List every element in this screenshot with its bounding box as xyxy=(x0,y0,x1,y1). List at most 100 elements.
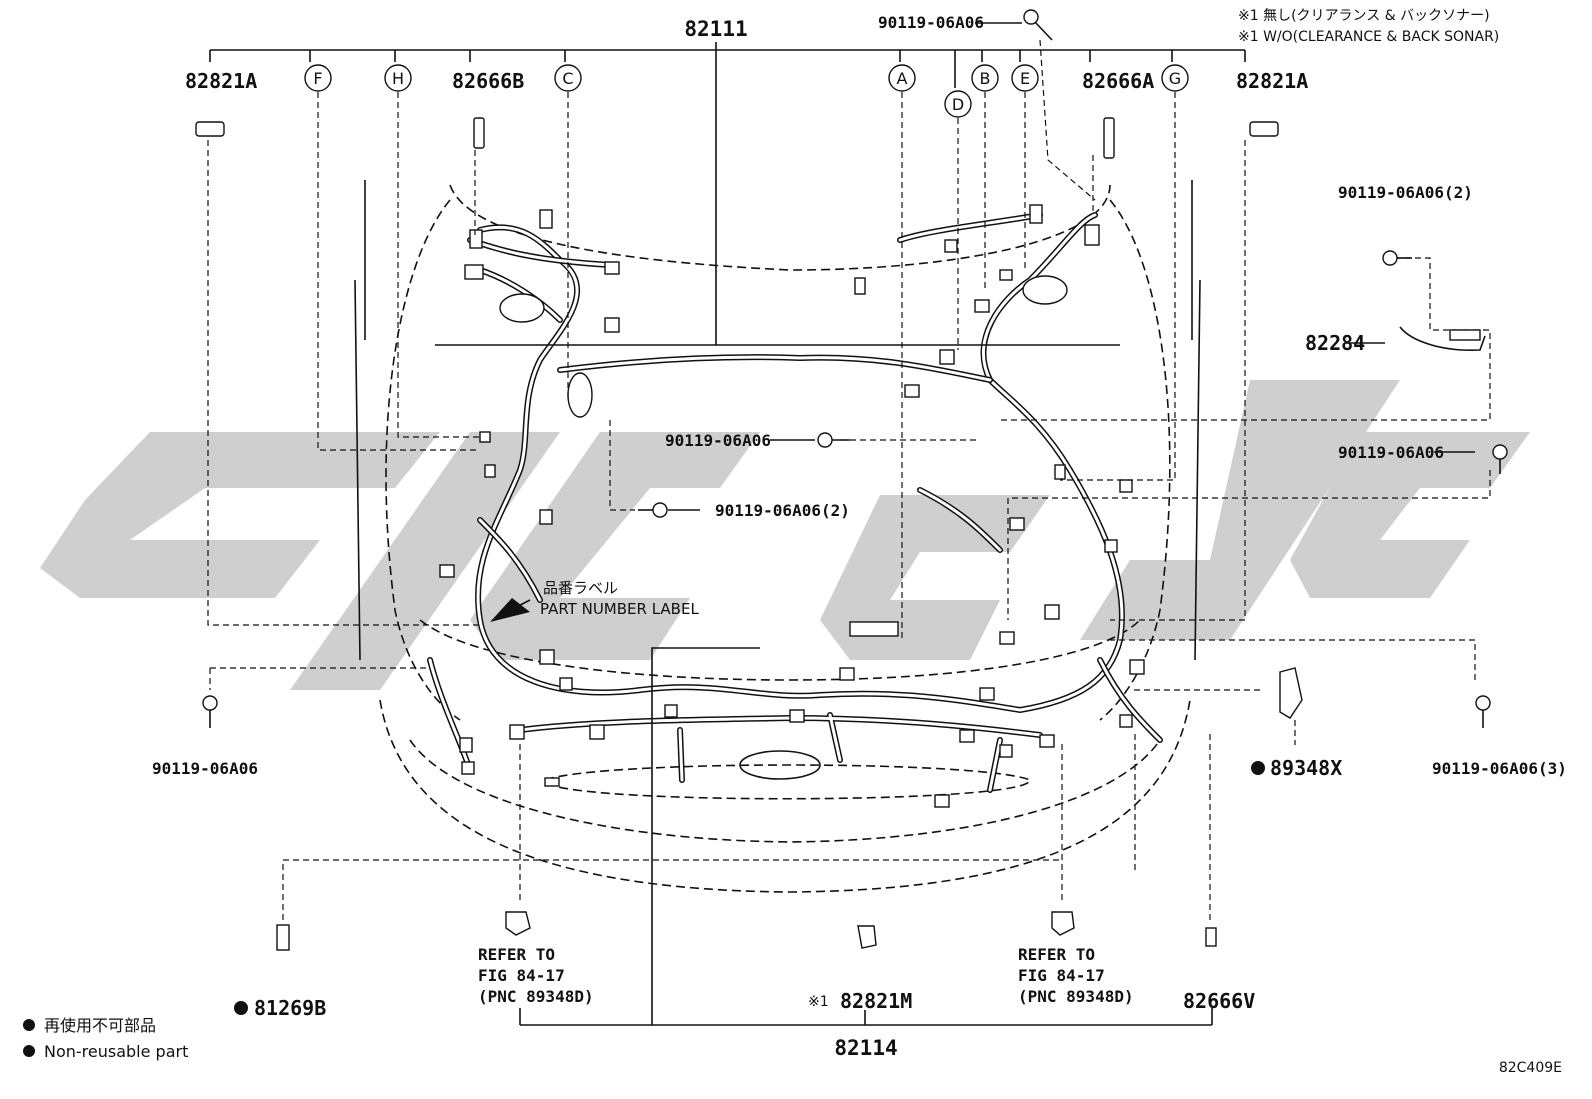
callout-e-circle xyxy=(1011,64,1039,92)
leader-g xyxy=(1060,92,1176,481)
callout-c: C xyxy=(562,69,573,88)
leader-82114 xyxy=(519,647,1213,1026)
connector-icon xyxy=(469,229,483,249)
connector-icon xyxy=(604,261,620,275)
bumper-inner-line xyxy=(409,739,1161,843)
leader-bolt-2-center-dash xyxy=(609,420,635,511)
clip-icon xyxy=(473,117,485,149)
watermark-shape-3 xyxy=(470,432,760,660)
leader-bolt-right-mid-dash xyxy=(1007,470,1491,620)
bullet-icon xyxy=(23,1019,35,1031)
connector-icon xyxy=(539,509,553,525)
leader-82821a-right xyxy=(1110,140,1246,621)
radiator-support-line xyxy=(419,619,1141,681)
connector-icon xyxy=(464,264,484,280)
label-82821a-left: 82821A xyxy=(185,69,257,93)
notes: ※1 無し(クリアランス & バックソナー) ※1 W/O(CLEARANCE … xyxy=(1238,8,1499,45)
refer-right-line1: REFER TO xyxy=(1018,945,1095,964)
label-bolt-top: 90119-06A06 xyxy=(878,13,984,32)
legend-en: Non-reusable part xyxy=(44,1042,188,1061)
connector-icon xyxy=(999,631,1015,645)
callout-g-circle xyxy=(1161,64,1189,92)
refer-right-line3: (PNC 89348D) xyxy=(1018,987,1134,1006)
label-81269b: 81269B xyxy=(254,996,326,1020)
bolt-icon xyxy=(1492,444,1508,474)
connector-icon xyxy=(1029,204,1043,224)
connector-icon xyxy=(999,744,1013,758)
watermark-shape-4 xyxy=(820,495,1050,660)
part-number-label-en: PART NUMBER LABEL xyxy=(540,600,699,618)
bumper-outer-line xyxy=(379,699,1191,893)
label-bolt-left-low: 90119-06A06 xyxy=(152,759,258,778)
watermark-shape-6 xyxy=(1290,432,1530,598)
figure-code: 82C409E xyxy=(1499,1060,1562,1076)
label-82666v: 82666V xyxy=(1183,989,1255,1013)
connector-icon xyxy=(979,687,995,701)
label-89348x: 89348X xyxy=(1270,756,1342,780)
clamp-icon xyxy=(1249,121,1279,137)
bullet-icon xyxy=(1251,761,1265,775)
connector-icon xyxy=(459,737,473,753)
connector-icon xyxy=(539,209,553,229)
label-82284: 82284 xyxy=(1305,331,1365,355)
grommet-icon xyxy=(567,372,593,418)
connector-icon xyxy=(944,239,958,253)
label-bolt-3-right: 90119-06A06(3) xyxy=(1432,759,1567,778)
left-fender-line xyxy=(385,199,461,721)
leader-bolt-top-dash xyxy=(1039,39,1096,201)
label-bolt-mid-center: 90119-06A06 xyxy=(665,431,771,450)
emblem-outline xyxy=(739,750,821,780)
letter-callouts: F H C A D B E G xyxy=(304,64,1189,118)
note-jp: ※1 無し(クリアランス & バックソナー) xyxy=(1238,8,1490,24)
right-fender-line xyxy=(1099,199,1171,721)
grommet-icon xyxy=(499,293,545,323)
callout-a-circle xyxy=(888,64,916,92)
bolt-icon xyxy=(1382,250,1412,266)
clip-icon xyxy=(1051,911,1075,936)
grommet-icon xyxy=(1022,275,1068,305)
watermark xyxy=(40,380,1530,690)
leader-bolt-left-low xyxy=(209,667,430,690)
legend: 再使用不可部品 Non-reusable part xyxy=(23,1016,188,1061)
cap-icon xyxy=(276,924,290,951)
connector-icon xyxy=(604,317,620,333)
refer-left-line1: REFER TO xyxy=(478,945,555,964)
bolt-icon xyxy=(202,695,218,728)
callout-b: B xyxy=(980,69,991,88)
label-82111: 82111 xyxy=(684,17,747,41)
connector-icon xyxy=(849,621,899,637)
wire-82284-icon xyxy=(1399,326,1486,351)
leader-lines xyxy=(207,22,1491,1026)
label-82666a: 82666A xyxy=(1082,69,1154,93)
leader-89348x xyxy=(1130,689,1296,745)
leader-bolt-3 xyxy=(1110,639,1476,680)
connector-icon xyxy=(1009,517,1025,531)
connector-icon xyxy=(439,564,455,578)
label-bolt-right-mid: 90119-06A06 xyxy=(1338,443,1444,462)
part-number-label-callout: 品番ラベル PART NUMBER LABEL xyxy=(540,579,699,618)
callout-e: E xyxy=(1020,69,1030,88)
connector-icon xyxy=(789,709,805,723)
leader-82111 xyxy=(209,42,1246,345)
connector-icon xyxy=(904,384,920,398)
leader-82821a-left xyxy=(207,140,480,626)
refer-right: REFER TO FIG 84-17 (PNC 89348D) xyxy=(1018,945,1134,1006)
connector-icon xyxy=(544,777,560,787)
part-icons xyxy=(195,9,1508,951)
connector-icon xyxy=(539,649,555,665)
watermark-shape-1 xyxy=(40,432,440,598)
callout-d-circle xyxy=(944,90,972,118)
part-number-label-jp: 品番ラベル xyxy=(543,579,618,597)
leader-81269b xyxy=(282,859,1060,920)
connector-icon xyxy=(461,761,475,775)
clamp-icon xyxy=(857,925,877,949)
leader-h xyxy=(397,92,480,438)
callout-h-circle xyxy=(384,64,412,92)
bolt-icon xyxy=(1023,9,1053,41)
leader-f xyxy=(317,92,480,451)
connector-icon xyxy=(589,724,605,740)
side-rail-lines xyxy=(354,180,1201,661)
callout-c-circle xyxy=(554,64,582,92)
refer-left: REFER TO FIG 84-17 (PNC 89348D) xyxy=(478,945,594,1006)
